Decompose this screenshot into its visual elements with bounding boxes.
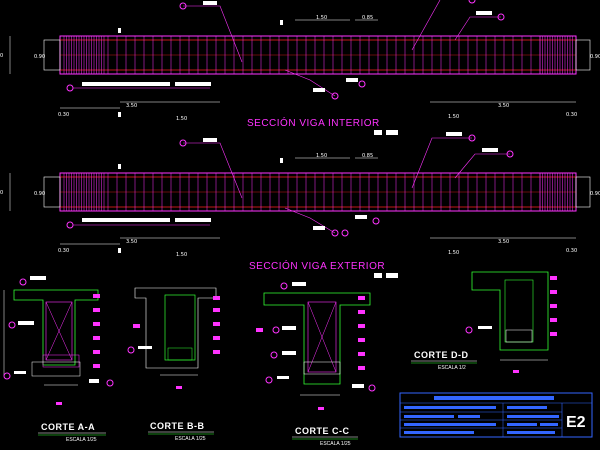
- stirrups-dense-left: [63, 36, 105, 74]
- corte-d-d: [465, 271, 557, 373]
- support-right: [575, 176, 591, 208]
- dim-label: 0.85: [362, 153, 373, 159]
- dim-label: 3.50: [126, 103, 137, 109]
- stirrups: [63, 173, 573, 211]
- dim-label: 3.50: [498, 103, 509, 109]
- dim-label: 3.50: [498, 239, 509, 245]
- section-title: SECCIÓN VIGA INTERIOR: [247, 116, 380, 129]
- dim-label: 0.30: [58, 248, 69, 254]
- sheet-number: E2: [566, 414, 586, 431]
- corte-label: CORTE D-D: [414, 350, 469, 360]
- corte-c-c: [256, 282, 376, 410]
- support-left: [43, 39, 61, 71]
- section-title: SECCIÓN VIGA EXTERIOR: [249, 259, 385, 272]
- dim-label: 1.50: [448, 250, 459, 256]
- dim-label: 0.90: [590, 191, 600, 197]
- support-left: [43, 176, 61, 208]
- dim-label: 0.90: [34, 54, 45, 60]
- dim-label: 0.90: [34, 191, 45, 197]
- corte-a-a: [3, 276, 114, 405]
- title-block: E2: [399, 392, 593, 438]
- dim-label: 1.50: [316, 15, 327, 21]
- beam-exterior-elevation: 1.50 0.85 0 0.90 0.90 0.30 3.50 1.50 3.5…: [0, 132, 600, 258]
- corte-label: CORTE B-B: [150, 421, 205, 431]
- dim-label: 0: [0, 190, 3, 196]
- dim-label: 0.30: [566, 248, 577, 254]
- dim-label: 0: [0, 53, 3, 59]
- dim-label: 1.50: [176, 252, 187, 258]
- corte-scale: ESCALA 1/25: [175, 436, 206, 442]
- support-right: [575, 39, 591, 71]
- dim-label: 0.30: [566, 112, 577, 118]
- stirrups-dense-right: [539, 36, 573, 74]
- dim-label: 1.50: [176, 116, 187, 122]
- corte-b-b: [127, 287, 220, 389]
- corte-scale: ESCALA 1/2: [438, 365, 466, 371]
- corte-scale: ESCALA 1/25: [320, 441, 351, 447]
- dim-label: 1.50: [448, 114, 459, 120]
- corte-label: CORTE C-C: [295, 426, 350, 436]
- dim-label: 0.30: [58, 112, 69, 118]
- corte-scale: ESCALA 1/25: [66, 437, 97, 443]
- beam-interior-elevation: 1.50 0.85 0 0.90 0.90 0.30 3.50 1.50 3.5…: [0, 0, 600, 122]
- dim-label: 1.50: [316, 153, 327, 159]
- dim-label: 0.85: [362, 15, 373, 21]
- corte-label: CORTE A-A: [41, 422, 95, 432]
- dim-label: 3.50: [126, 239, 137, 245]
- dim-label: 0.90: [590, 54, 600, 60]
